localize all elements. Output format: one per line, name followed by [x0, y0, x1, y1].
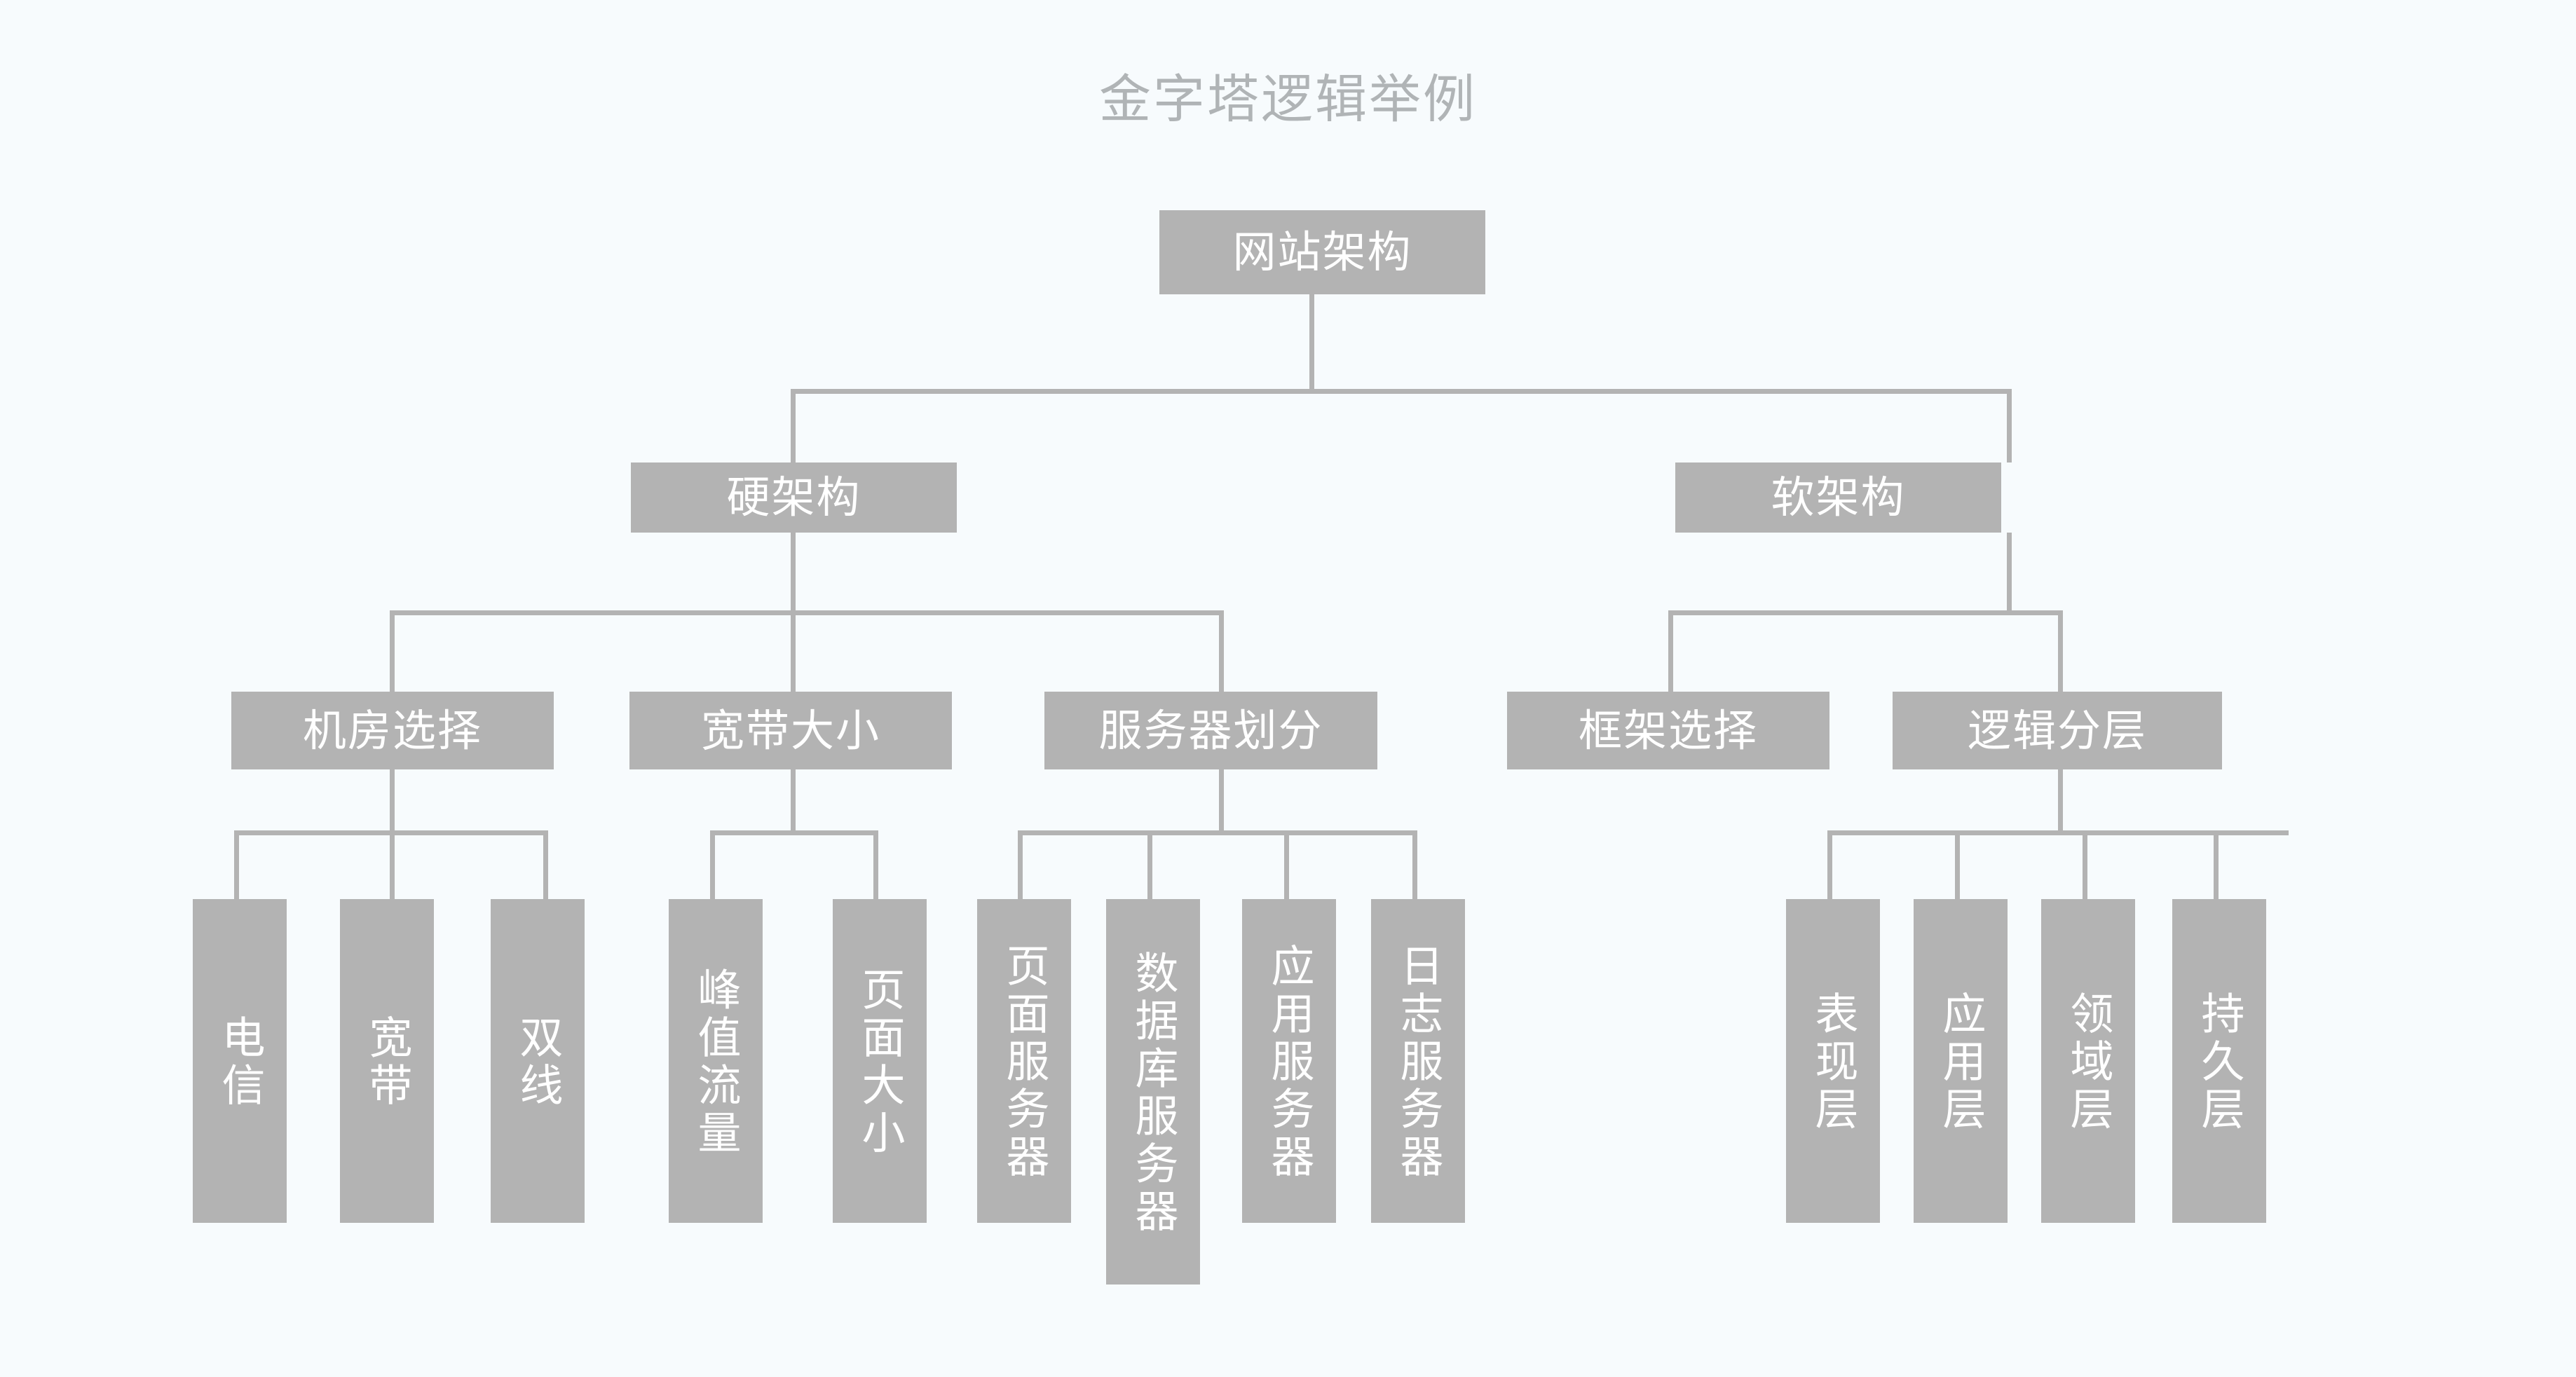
- connector-root-bus: [791, 389, 2012, 394]
- node-hard-architecture[interactable]: 硬架构: [631, 463, 957, 533]
- connector-soft-to-layering: [2058, 610, 2063, 692]
- connector-root-to-hard: [791, 389, 796, 463]
- node-leaf-application-layer[interactable]: 应用层: [1914, 899, 2008, 1223]
- node-leaf-telecom[interactable]: 电信: [193, 899, 287, 1223]
- node-leaf-log-server[interactable]: 日志服务器: [1371, 899, 1465, 1223]
- connector-soft-to-framework: [1668, 610, 1673, 692]
- connector-root-to-soft: [2007, 389, 2012, 463]
- page-title: 金字塔逻辑举例: [1099, 69, 1477, 130]
- node-leaf-database-server[interactable]: 数据库服务器: [1106, 899, 1200, 1284]
- node-soft-architecture[interactable]: 软架构: [1675, 463, 2001, 533]
- connector-hard-trunk: [791, 533, 796, 615]
- connector-hard-to-room: [390, 610, 395, 692]
- connector-room-leaf-1: [234, 830, 239, 899]
- node-leaf-domain-layer[interactable]: 领域层: [2041, 899, 2135, 1223]
- connector-server-trunk: [1219, 769, 1224, 835]
- node-framework-selection[interactable]: 框架选择: [1507, 692, 1829, 769]
- node-leaf-application-server[interactable]: 应用服务器: [1242, 899, 1336, 1223]
- connector-soft-bus: [1668, 610, 2063, 615]
- connector-bandwidth-leaf-1: [710, 830, 715, 899]
- connector-hard-bus: [390, 610, 1224, 615]
- connector-server-leaf-1: [1018, 830, 1023, 899]
- node-leaf-peak-traffic[interactable]: 峰值流量: [669, 899, 763, 1223]
- connector-server-leaf-3: [1284, 830, 1289, 899]
- connector-layering-leaf-1: [1827, 830, 1832, 899]
- connector-hard-to-bandwidth: [791, 610, 796, 692]
- connector-hard-to-server: [1219, 610, 1224, 692]
- connector-bandwidth-leaf-2: [873, 830, 878, 899]
- connector-room-trunk: [390, 769, 395, 835]
- node-leaf-broadband[interactable]: 宽带: [340, 899, 434, 1223]
- connector-layering-leaf-3: [2083, 830, 2087, 899]
- connector-server-leaf-4: [1412, 830, 1417, 899]
- connector-layering-bus: [1827, 830, 2289, 835]
- node-leaf-presentation-layer[interactable]: 表现层: [1786, 899, 1880, 1223]
- node-server-room-selection[interactable]: 机房选择: [231, 692, 554, 769]
- node-leaf-persistence-layer[interactable]: 持久层: [2172, 899, 2266, 1223]
- node-leaf-page-server[interactable]: 页面服务器: [977, 899, 1071, 1223]
- connector-soft-trunk: [2007, 533, 2012, 615]
- connector-room-leaf-2: [390, 830, 395, 899]
- node-root-website-architecture[interactable]: 网站架构: [1159, 210, 1485, 294]
- node-bandwidth-size[interactable]: 宽带大小: [629, 692, 952, 769]
- node-leaf-dual-line[interactable]: 双线: [491, 899, 585, 1223]
- node-leaf-page-size[interactable]: 页面大小: [833, 899, 927, 1223]
- connector-layering-leaf-2: [1955, 830, 1960, 899]
- connector-layering-trunk: [2058, 769, 2063, 835]
- connector-layering-leaf-4: [2214, 830, 2219, 899]
- node-server-partitioning[interactable]: 服务器划分: [1044, 692, 1377, 769]
- connector-server-bus: [1018, 830, 1417, 835]
- connector-bandwidth-bus: [710, 830, 878, 835]
- connector-server-leaf-2: [1147, 830, 1152, 899]
- connector-room-leaf-3: [543, 830, 548, 899]
- node-logical-layering[interactable]: 逻辑分层: [1893, 692, 2222, 769]
- connector-root-trunk: [1309, 294, 1314, 394]
- connector-bandwidth-trunk: [791, 769, 796, 835]
